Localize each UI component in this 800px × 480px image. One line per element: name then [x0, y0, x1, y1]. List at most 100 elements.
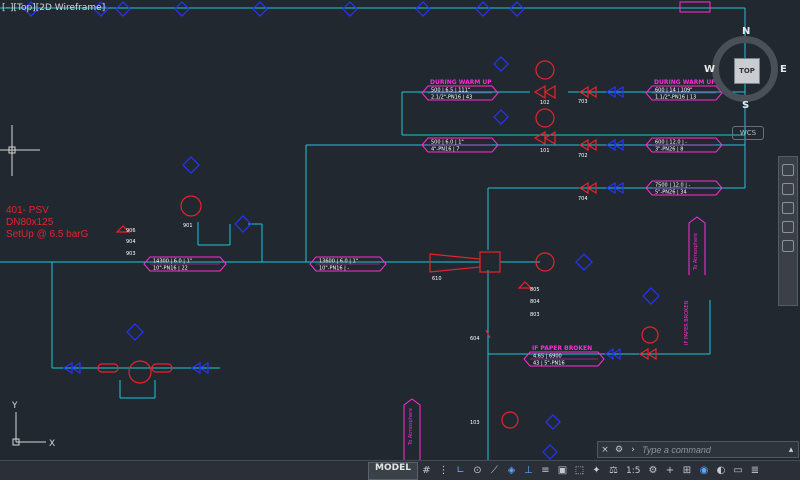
flag-text: 10"-PN16 | 22	[153, 266, 188, 272]
wrench-icon[interactable]: ⚙	[614, 444, 624, 455]
blower-symbol	[128, 360, 152, 384]
annotation-scale-icon[interactable]: ⚖	[608, 465, 618, 476]
tag-label: 903	[126, 251, 136, 257]
annotation-visibility-icon[interactable]: ✦	[592, 465, 601, 476]
control-valve	[533, 130, 556, 146]
customization-icon[interactable]: ≣	[750, 465, 760, 476]
chevron-up-icon[interactable]: ▴	[788, 444, 794, 455]
clean-screen-icon[interactable]: ▭	[733, 465, 743, 476]
viewport-controls[interactable]: [–][Top][2D Wireframe]	[2, 3, 106, 13]
instrument-diamond	[174, 1, 190, 17]
tag-label: 102	[540, 100, 550, 106]
relief-valve	[115, 225, 131, 233]
plus-icon[interactable]: +	[665, 465, 675, 476]
viewcube[interactable]: TOP N S E W	[704, 26, 790, 116]
pump-symbol	[180, 195, 202, 217]
orbit-icon[interactable]	[782, 221, 794, 233]
pump-symbol	[501, 411, 519, 429]
units-icon[interactable]: ⊞	[682, 465, 692, 476]
vessel-symbol	[479, 251, 501, 273]
viewcube-compass[interactable]	[712, 36, 778, 102]
control-valve	[578, 181, 597, 195]
tag-label: 803	[530, 312, 540, 318]
flag-outline	[309, 256, 387, 272]
command-input[interactable]	[640, 444, 784, 455]
crosshair-cursor	[0, 125, 40, 176]
close-icon[interactable]: ×	[601, 444, 609, 455]
tag-label: 103	[470, 420, 480, 426]
steering-wheel-icon[interactable]	[782, 164, 794, 176]
pan-icon[interactable]	[782, 183, 794, 195]
compass-west[interactable]: W	[704, 64, 716, 75]
control-valve	[578, 85, 597, 99]
navigation-bar	[778, 156, 798, 306]
flag-text: 500 | 6.0 | 1"	[431, 140, 464, 146]
gear-icon[interactable]: ⚙	[648, 465, 658, 476]
flag-text: 1.1/2"-PN16 | 13	[655, 95, 696, 101]
valve-symbol	[605, 85, 624, 99]
model-tab[interactable]: MODEL	[368, 461, 418, 480]
flag-text: 7500 | 12.0 | -	[655, 183, 691, 189]
flag-text: 4"-PN16 | 7	[431, 147, 459, 153]
instrument-diamond	[415, 1, 431, 17]
line-flag: 600 | 12.0 | -3"-PN26 | 8	[645, 137, 723, 153]
flag-text: 2.1/2"-PN16 | 43	[431, 95, 472, 101]
polar-icon[interactable]: ⊙	[473, 465, 482, 476]
flag-outline	[421, 137, 499, 153]
vent-chimneys	[403, 216, 706, 460]
compass-east[interactable]: E	[780, 64, 787, 75]
compass-north[interactable]: N	[742, 26, 751, 37]
relief-valve	[517, 281, 533, 289]
tag-label: 804	[530, 299, 540, 305]
viewcube-top-face[interactable]: TOP	[734, 58, 760, 84]
annotation-scale[interactable]: 1:5	[625, 465, 641, 476]
valve-symbol	[62, 361, 81, 375]
zoom-icon[interactable]	[782, 202, 794, 214]
transparency-icon[interactable]: ▣	[557, 465, 568, 476]
isolate-objects-icon[interactable]: ◐	[716, 465, 726, 476]
ortho-icon[interactable]: ∟	[456, 465, 465, 476]
tag-label: 703	[578, 99, 588, 105]
otrack-icon[interactable]: ⊥	[524, 465, 533, 476]
grid-icon[interactable]: #	[422, 465, 431, 476]
command-prompt-icon: ›	[631, 444, 635, 455]
snap-icon[interactable]: ⋮	[438, 465, 449, 476]
ucs-icon	[12, 412, 46, 446]
instrument-diamond	[252, 1, 268, 17]
pump-symbol	[535, 60, 555, 80]
status-bar: MODEL # ⋮ ∟ ⊙ ⟋ ◈ ⊥ ≡ ▣ ⬚ ✦ ⚖ 1:5 ⚙ + ⊞ …	[0, 460, 800, 480]
flag-text: 600 | 12.0 | -	[655, 140, 687, 146]
flag-text: 4.65 | 6900	[533, 354, 562, 360]
note-line: DN80x125	[6, 217, 54, 228]
selection-cycling-icon[interactable]: ⬚	[574, 465, 585, 476]
showmotion-icon[interactable]	[782, 240, 794, 252]
instrument-diamond	[642, 287, 660, 305]
flag-outline	[523, 351, 605, 367]
tag-labels: 102 101 703 702 704 610 604 103 906 904 …	[126, 99, 699, 446]
instrument-diamond	[493, 109, 509, 125]
flag-text: 500 | 6.5 | 111"	[431, 88, 470, 94]
lineweight-icon[interactable]: ≡	[541, 465, 550, 476]
pump-symbol	[535, 252, 555, 272]
compass-south[interactable]: S	[742, 100, 750, 111]
flag-outline	[645, 137, 723, 153]
isodraft-icon[interactable]: ⟋	[490, 465, 498, 476]
hardware-acceleration-icon[interactable]: ◉	[699, 465, 709, 476]
line-flag: 14300 | 6.0 | 1"10"-PN16 | 22	[143, 256, 227, 272]
wcs-menu-button[interactable]: WCS	[732, 126, 764, 140]
tag-label: 704	[578, 196, 588, 202]
tag-label: 702	[578, 153, 588, 159]
osnap-icon[interactable]: ◈	[507, 465, 516, 476]
instrument-diamond	[126, 323, 144, 341]
tag-label: 904	[126, 239, 136, 245]
ucs-y-label: Y	[11, 401, 18, 411]
tag-label: 901	[183, 223, 193, 229]
instrument-diamond	[115, 1, 131, 17]
instrument-diamond	[545, 414, 561, 430]
flag-text: 43 | 5"-PN16	[533, 361, 565, 367]
tag-label: 805	[530, 287, 540, 293]
ejector-symbol	[429, 253, 481, 273]
